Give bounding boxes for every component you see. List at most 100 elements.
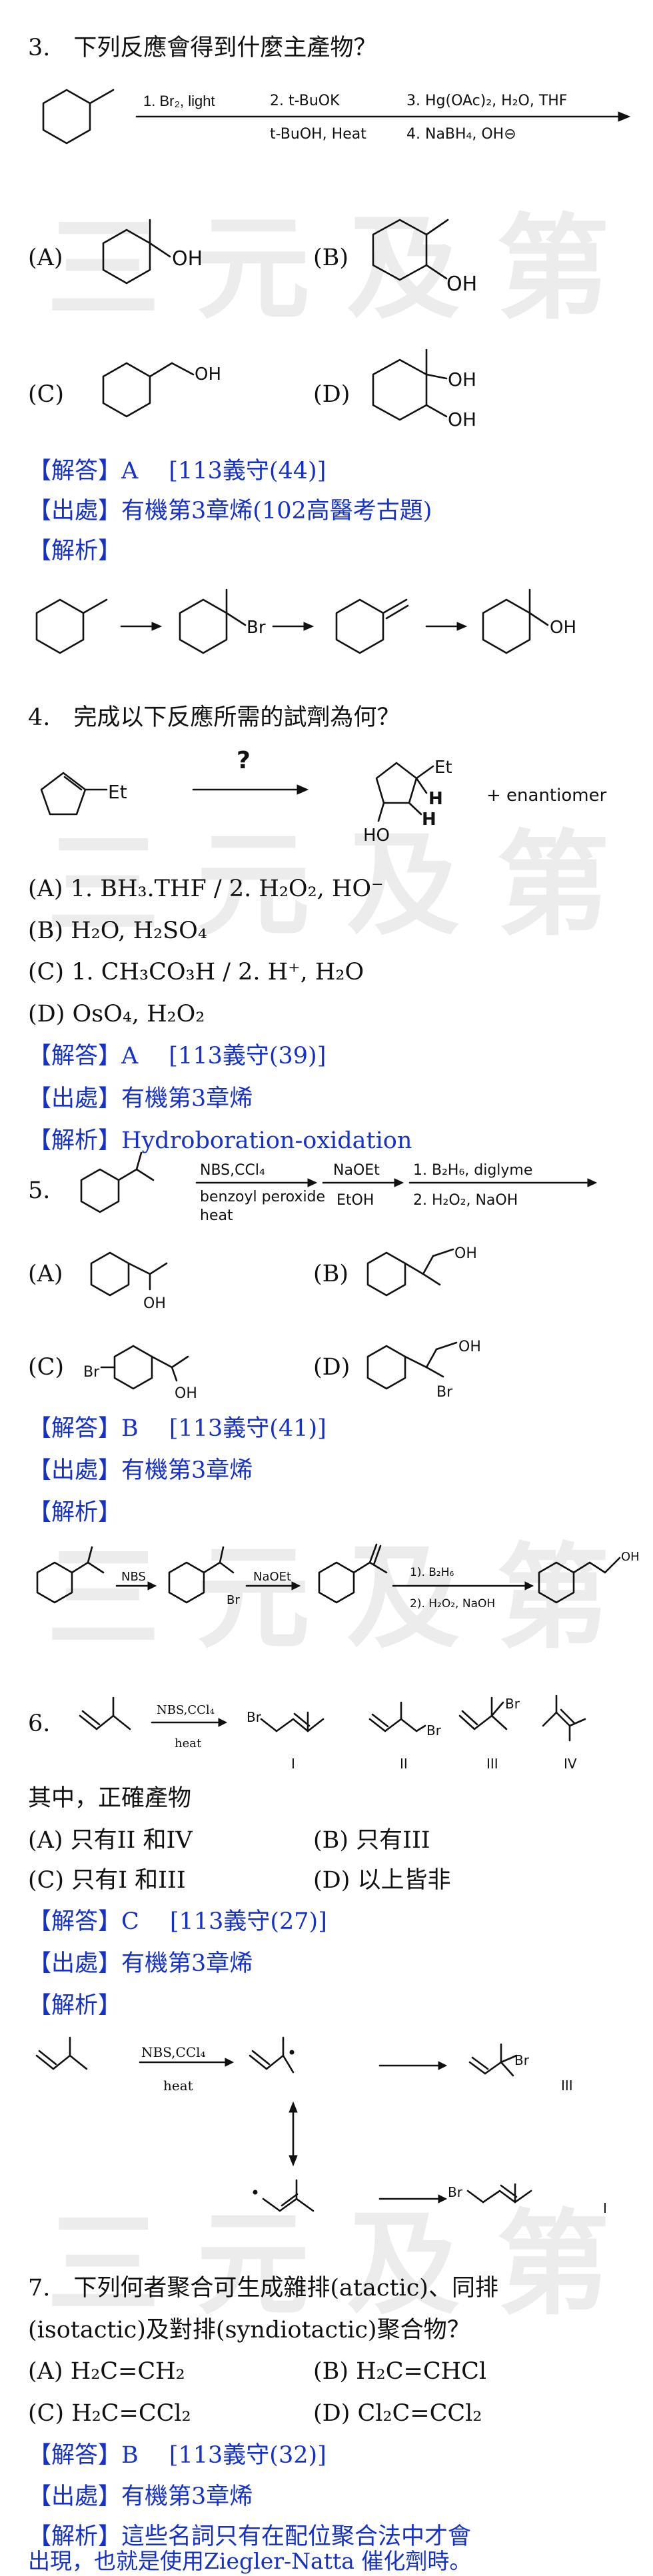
q6-label-iii: III [486, 1756, 498, 1772]
q6-source: 【出處】有機第3章烯 [28, 1950, 253, 1977]
q6-label-ii: II [400, 1756, 408, 1772]
q5-arrows [195, 1178, 598, 1187]
q5-analysis-label: 【解析】 [28, 1499, 122, 1526]
q7-option-d: (D) Cl₂C=CCl₂ [313, 2400, 482, 2427]
q6-reagent: NBS,CCl₄ [157, 1703, 215, 1717]
q7-title: 7. 下列何者聚合可生成雜排(atactic)、同排 [28, 2275, 498, 2301]
q5-mech-naoet: NaOEt [253, 1570, 292, 1584]
q6-mechanism-scheme [35, 2036, 532, 2212]
q5-number: 5. [28, 1177, 51, 1204]
q6-arrow [151, 1718, 228, 1727]
q4-et-label: Et [108, 781, 127, 803]
q6-product-ii-br: Br [426, 1722, 441, 1738]
q3-option-d-oh1: OH [448, 368, 477, 390]
q3-answer: 【解答】A [113義守(44)] [28, 458, 326, 484]
q4-option-c: (C) 1. CH₃CO₃H / 2. H⁺, H₂O [28, 959, 364, 985]
q6-starting-alkene [79, 1696, 131, 1730]
q6-mech-br2: Br [448, 2184, 462, 2200]
q5-mech-oh: OH [621, 1550, 640, 1564]
q4-enantiomer: + enantiomer [486, 786, 607, 806]
q5-mech-h2o2: 2). H₂O₂, NaOH [410, 1597, 496, 1610]
q7-analysis-line2: 出現，也就是使用Ziegler-Natta 催化劑時。 [28, 2548, 472, 2574]
q6-analysis-label: 【解析】 [28, 1992, 122, 2019]
option-a-structure [102, 219, 171, 285]
q5-option-d-label: (D) [313, 1354, 350, 1381]
q5-reagent3b: 2. H₂O₂, NaOH [413, 1192, 518, 1209]
q7-option-a: (A) H₂C=CH₂ [28, 2358, 185, 2385]
q3-step2-reagent: 2. t-BuOK [270, 93, 340, 109]
q3-option-d-label: (D) [313, 381, 350, 408]
q4-product-h2: H [422, 810, 436, 830]
q6-mech-heat: heat [163, 2078, 193, 2094]
methylcyclohexane-structure [42, 89, 115, 145]
watermark: 三元及第 [47, 203, 647, 335]
q4-question-mark: ? [237, 747, 251, 774]
q3-step2-condition: t-BuOH, Heat [270, 126, 366, 143]
q4-cyclopentene-structure [40, 772, 108, 816]
q5-mechanism-scheme [36, 1543, 621, 1604]
q3-step1-reagent: 1. Br₂, light [143, 93, 215, 109]
q6-mech-label-i: I [603, 2200, 607, 2216]
q3-analysis-br: Br [247, 618, 266, 638]
q5-option-d-structure [366, 1341, 458, 1390]
q6-products [260, 1694, 586, 1742]
q3-option-c-oh: OH [195, 364, 222, 384]
watermark: 三元及第 [47, 2199, 647, 2331]
q3-step3-reagent: 3. Hg(OAc)₂, H₂O, THF [406, 93, 568, 109]
q5-option-a-oh: OH [143, 1295, 166, 1312]
q5-option-a-label: (A) [28, 1261, 63, 1287]
q7-option-b: (B) H₂C=CHCl [313, 2358, 487, 2385]
q5-answer: 【解答】B [113義守(41)] [28, 1415, 326, 1442]
q4-option-a: (A) 1. BH₃.THF / 2. H₂O₂, HO⁻ [28, 876, 384, 902]
q6-number: 6. [28, 1710, 51, 1737]
q6-mech-reagent: NBS,CCl₄ [141, 2044, 206, 2060]
q7-source: 【出處】有機第3章烯 [28, 2483, 253, 2510]
q6-product-i-br: Br [247, 1709, 261, 1725]
q5-reagent1c: heat [200, 1207, 233, 1224]
q3-analysis-scheme [35, 588, 549, 654]
q6-label-i: I [291, 1756, 295, 1772]
q5-option-b-label: (B) [313, 1261, 349, 1287]
q5-option-b-oh: OH [454, 1245, 477, 1262]
q5-reagent1b: benzoyl peroxide [200, 1189, 326, 1205]
q7-option-c: (C) H₂C=CCl₂ [28, 2400, 191, 2427]
q5-source: 【出處】有機第3章烯 [28, 1457, 253, 1484]
option-c-structure [102, 362, 195, 418]
q5-mech-br: Br [227, 1593, 240, 1607]
q3-step4-reagent: 4. NaBH₄, OH⊖ [406, 126, 516, 143]
q6-option-a: (A) 只有II 和IV [28, 1827, 193, 1854]
q5-option-c-label: (C) [28, 1354, 65, 1381]
q4-answer: 【解答】A [113義守(39)] [28, 1043, 326, 1069]
q4-title: 4. 完成以下反應所需的試劑為何？ [28, 704, 400, 731]
q5-mech-nbs: NBS [121, 1570, 146, 1584]
q4-source: 【出處】有機第3章烯 [28, 1085, 253, 1112]
q3-option-d-oh2: OH [448, 408, 477, 430]
q5-mech-b2h6: 1). B₂H₆ [410, 1566, 454, 1579]
option-b-structure [372, 219, 449, 281]
cumene-structure [80, 1151, 155, 1213]
q4-option-b: (B) H₂O, H₂SO₄ [28, 918, 207, 944]
q6-stem: 其中，正確產物 [28, 1785, 192, 1812]
q7-answer: 【解答】B [113義守(32)] [28, 2442, 326, 2469]
q7-analysis: 【解析】這些名詞只有在配位聚合法中才會 [28, 2523, 472, 2550]
q3-option-a-oh: OH [172, 247, 203, 271]
q3-analysis-oh: OH [550, 618, 577, 638]
q5-option-a-structure [90, 1251, 168, 1297]
q3-option-b-label: (B) [313, 245, 349, 271]
q4-analysis: 【解析】Hydroboration-oxidation [28, 1127, 412, 1154]
q5-option-c-oh: OH [175, 1385, 197, 1402]
q3-title: 3. 下列反應會得到什麼主產物？ [28, 35, 377, 61]
q4-product-et: Et [434, 758, 452, 778]
option-d-structure [372, 348, 448, 421]
q3-reaction-arrow [135, 111, 631, 122]
q4-option-d: (D) OsO₄, H₂O₂ [28, 1001, 205, 1027]
q5-option-d-br: Br [436, 1384, 453, 1401]
q4-product-ho: HO [363, 826, 390, 846]
q3-analysis-label: 【解析】 [28, 538, 122, 564]
q6-option-d: (D) 以上皆非 [313, 1867, 451, 1894]
q5-option-b-structure [366, 1248, 454, 1297]
q5-reagent3: 1. B₂H₆, diglyme [413, 1162, 533, 1179]
q5-reagent1: NBS,CCl₄ [200, 1162, 265, 1179]
q6-heat: heat [175, 1736, 202, 1750]
